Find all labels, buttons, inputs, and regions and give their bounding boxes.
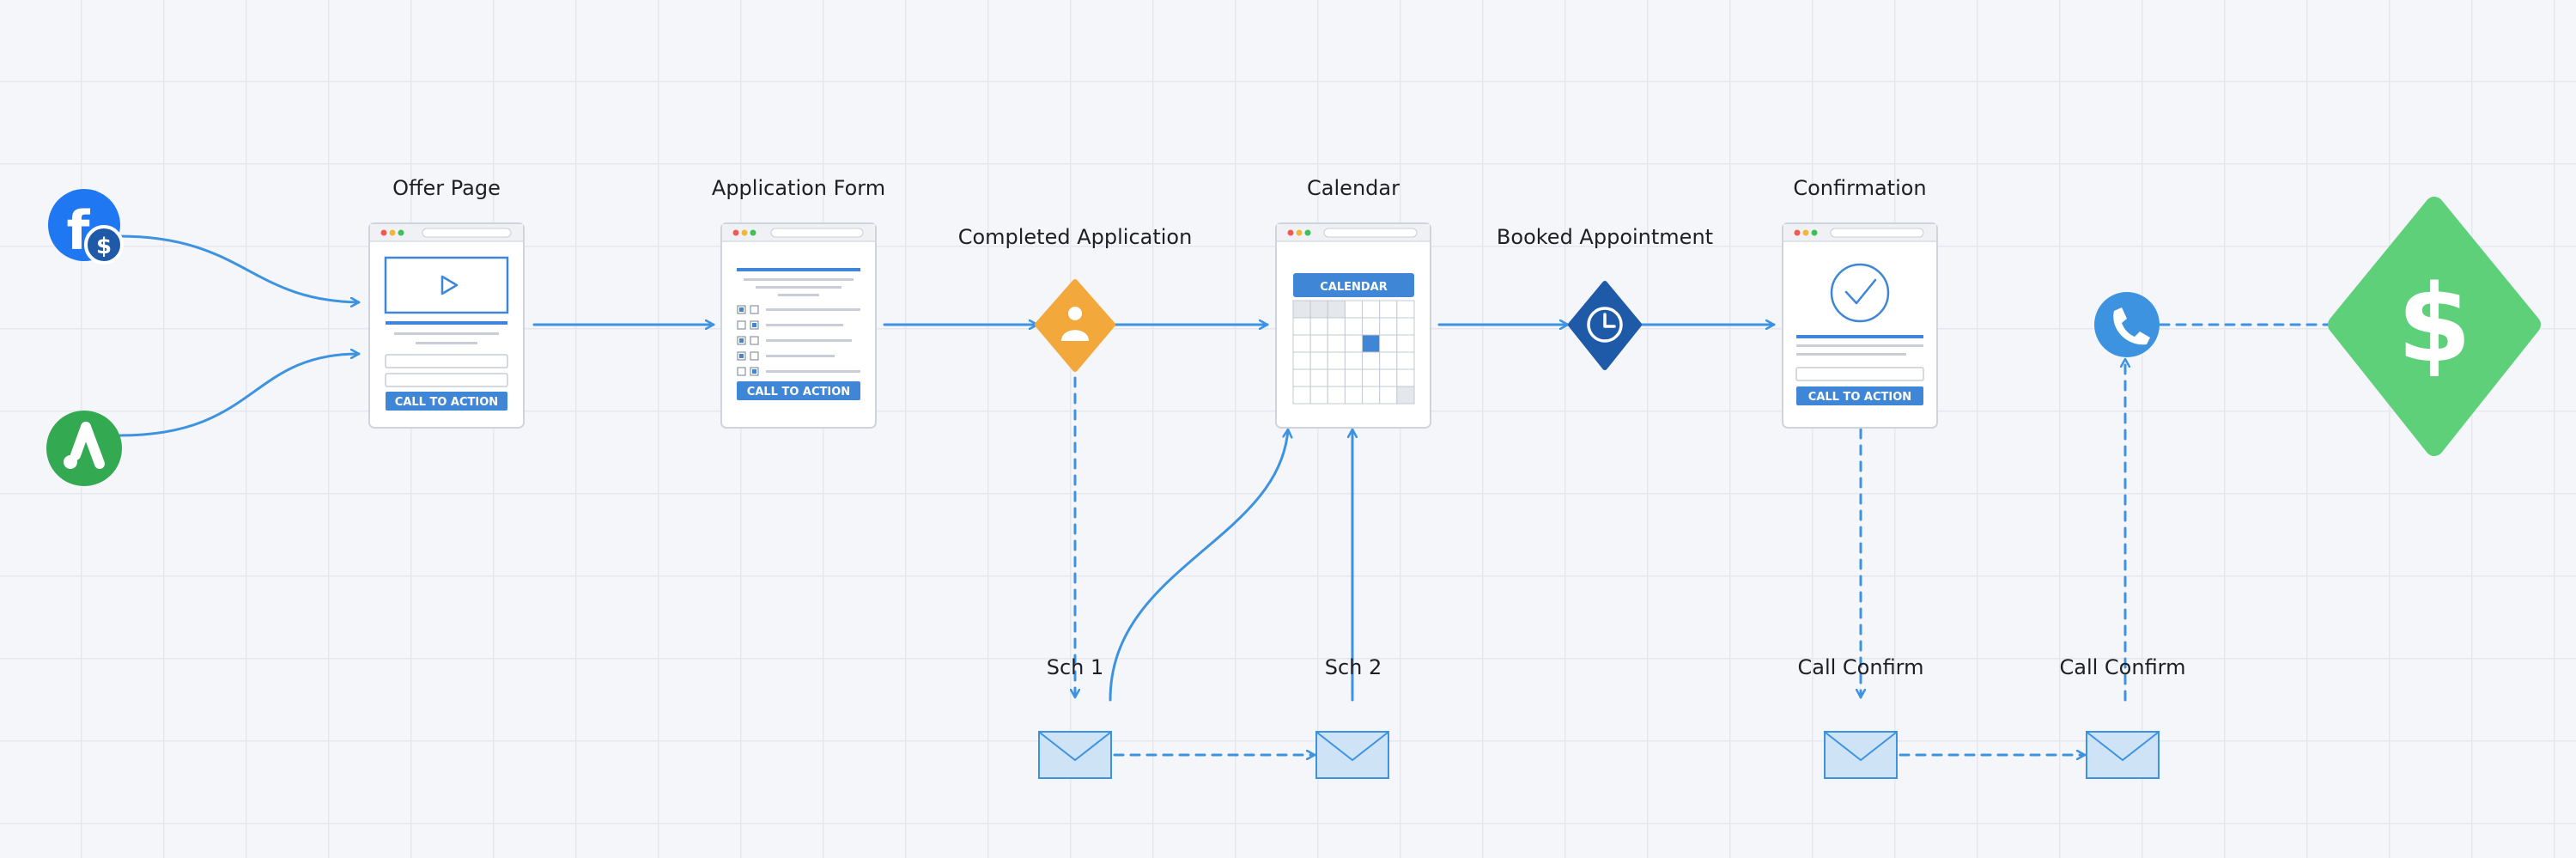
connectors (117, 234, 1776, 702)
envelope-icon (1825, 732, 1897, 762)
label-call-confirm-2: Call Confirm (2059, 655, 2186, 679)
calendar-day-cell[interactable] (1379, 317, 1398, 336)
confirm-cta-button[interactable]: CALL TO ACTION (1796, 386, 1923, 405)
calendar-day-cell[interactable] (1327, 368, 1346, 387)
svg-text:$: $ (96, 234, 112, 259)
calendar-day-cell[interactable] (1379, 334, 1398, 353)
calendar-day-cell[interactable] (1379, 368, 1398, 387)
form-checklist[interactable] (737, 305, 860, 376)
calendar-day-cell[interactable] (1362, 300, 1381, 319)
completed-application-node[interactable] (1035, 279, 1115, 372)
application-form-card[interactable]: CALL TO ACTION (720, 222, 877, 429)
google-ads-icon[interactable] (46, 411, 122, 486)
video-placeholder[interactable] (384, 256, 509, 314)
label-sch1: Sch 1 (1046, 655, 1104, 679)
phone-icon (2113, 307, 2150, 345)
calendar-day-cell[interactable] (1309, 351, 1328, 370)
calendar-header: CALENDAR (1320, 281, 1388, 294)
booked-appointment-node[interactable] (1568, 281, 1642, 370)
calendar-day-cell[interactable] (1396, 351, 1415, 370)
label-completed-application: Completed Application (957, 225, 1193, 249)
calendar-day-cell[interactable] (1344, 351, 1364, 370)
calendar-day-cell[interactable] (1292, 351, 1311, 370)
phone-call-node[interactable] (2094, 292, 2160, 357)
email-call-confirm-2[interactable] (2086, 731, 2160, 779)
calendar-day-cell[interactable] (1327, 386, 1346, 405)
connector-facebook-to-offer (117, 234, 361, 302)
calendar-grid[interactable] (1292, 300, 1415, 405)
label-call-confirm-1: Call Confirm (1797, 655, 1924, 679)
label-calendar: Calendar (1307, 176, 1400, 200)
calendar-day-cell[interactable] (1309, 317, 1328, 336)
calendar-day-cell[interactable] (1362, 317, 1381, 336)
svg-text:CALL TO ACTION: CALL TO ACTION (747, 386, 850, 399)
calendar-day-cell[interactable] (1309, 300, 1328, 319)
confirmation-card[interactable]: CALL TO ACTION (1782, 222, 1938, 429)
calendar-card[interactable]: CALENDAR (1275, 222, 1431, 429)
calendar-day-cell[interactable] (1292, 300, 1311, 319)
dollar-icon: $ (2397, 263, 2471, 386)
email-sch1[interactable] (1038, 731, 1112, 779)
svg-text:CALL TO ACTION: CALL TO ACTION (395, 396, 498, 409)
email-sch2[interactable] (1315, 731, 1389, 779)
facebook-ads-icon[interactable]: f $ (48, 189, 124, 265)
calendar-day-cell[interactable] (1344, 368, 1364, 387)
calendar-day-cell[interactable] (1327, 317, 1346, 336)
svg-text:CALL TO ACTION: CALL TO ACTION (1808, 391, 1911, 404)
calendar-day-cell[interactable] (1396, 300, 1415, 319)
email-call-confirm-1[interactable] (1824, 731, 1898, 779)
calendar-day-cell[interactable] (1309, 368, 1328, 387)
calendar-day-cell[interactable] (1379, 351, 1398, 370)
calendar-day-cell[interactable] (1327, 334, 1346, 353)
person-icon (1061, 307, 1089, 341)
calendar-day-cell[interactable] (1292, 386, 1311, 405)
envelope-icon (1316, 732, 1388, 762)
calendar-day-cell[interactable] (1396, 368, 1415, 387)
label-confirmation: Confirmation (1793, 176, 1927, 200)
calendar-day-cell[interactable] (1362, 351, 1381, 370)
connector-google-to-offer (118, 354, 361, 437)
connector-sch1-to-calendar (1109, 428, 1288, 702)
offer-cta-button[interactable]: CALL TO ACTION (386, 392, 507, 411)
calendar-day-cell[interactable] (1309, 334, 1328, 353)
label-sch2: Sch 2 (1324, 655, 1382, 679)
clock-icon (1587, 307, 1623, 343)
calendar-day-cell[interactable] (1344, 386, 1364, 405)
revenue-node[interactable]: $ (2328, 197, 2541, 456)
offer-page-card[interactable]: CALL TO ACTION (368, 222, 525, 429)
label-offer-page: Offer Page (392, 176, 501, 200)
calendar-day-cell[interactable] (1344, 300, 1364, 319)
dashed-connectors (1075, 325, 2341, 755)
calendar-day-cell[interactable] (1379, 386, 1398, 405)
calendar-day-cell[interactable] (1362, 334, 1381, 353)
label-application-form: Application Form (711, 176, 886, 200)
calendar-day-cell[interactable] (1292, 368, 1311, 387)
form-cta-button[interactable]: CALL TO ACTION (737, 381, 860, 400)
calendar-day-cell[interactable] (1396, 334, 1415, 353)
calendar-day-cell[interactable] (1344, 334, 1364, 353)
calendar-day-cell[interactable] (1379, 300, 1398, 319)
calendar-day-cell[interactable] (1309, 386, 1328, 405)
calendar-day-cell[interactable] (1327, 300, 1346, 319)
calendar-day-cell[interactable] (1292, 317, 1311, 336)
calendar-day-cell[interactable] (1362, 368, 1381, 387)
calendar-day-cell[interactable] (1344, 317, 1364, 336)
label-booked-appointment: Booked Appointment (1496, 225, 1714, 249)
checkmark-icon (1830, 263, 1890, 323)
calendar-day-cell[interactable] (1327, 351, 1346, 370)
envelope-icon (2087, 732, 2159, 762)
envelope-icon (1039, 732, 1111, 762)
calendar-day-cell[interactable] (1292, 334, 1311, 353)
calendar-day-cell[interactable] (1362, 386, 1381, 405)
calendar-day-cell[interactable] (1396, 386, 1415, 405)
calendar-day-cell[interactable] (1396, 317, 1415, 336)
